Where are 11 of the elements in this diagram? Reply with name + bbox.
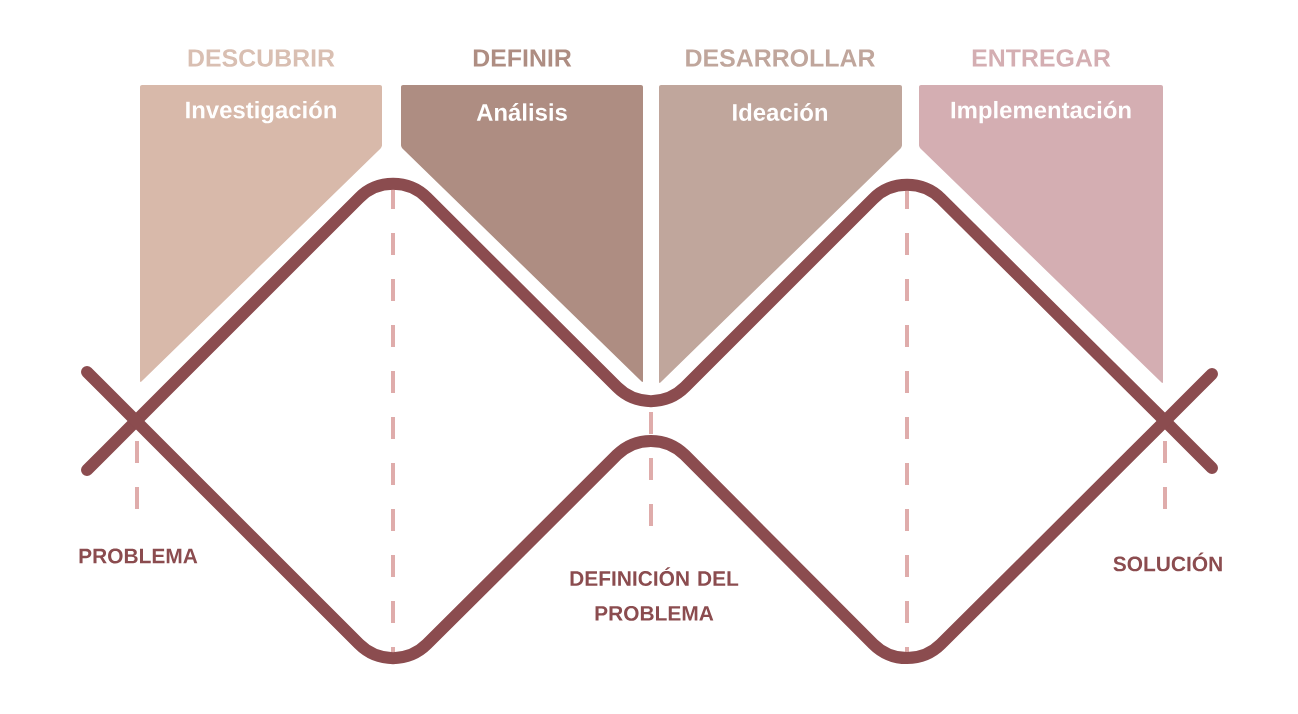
stage-label: DEFINICIÓN DEL PROBLEMA	[570, 567, 739, 621]
stage-label: SOLUCIÓN	[1113, 552, 1222, 572]
stage-heading: DESCUBRIR	[188, 49, 335, 67]
stage-heading: DESARROLLAR	[686, 49, 875, 67]
stage-banner: Investigación	[140, 85, 382, 383]
stage-heading: DEFINIR	[473, 49, 572, 67]
stage-heading: ENTREGAR	[972, 49, 1111, 67]
stage-banner: Implementación	[919, 85, 1163, 384]
stage-banner: Análisis	[401, 85, 643, 383]
stage-label: PROBLEMA	[79, 548, 198, 564]
stage-banner: Ideación	[659, 85, 902, 384]
